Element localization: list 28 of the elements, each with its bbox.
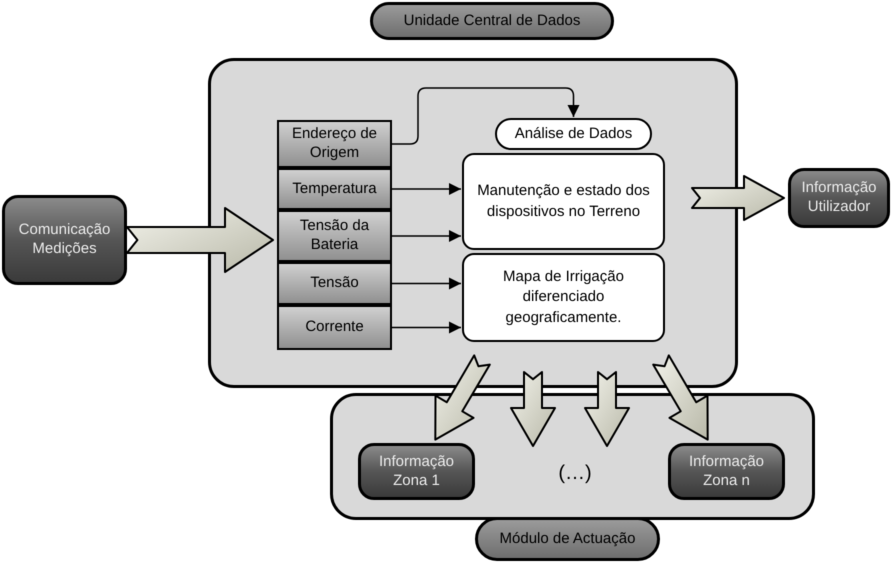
block-arrow <box>126 207 274 273</box>
module-panel <box>208 58 738 388</box>
terminal-node: Informação Utilizador <box>788 168 890 228</box>
process-box: Manutenção e estado dos dispositivos no Terreno <box>462 153 665 250</box>
arrow <box>392 278 461 290</box>
field-cell: Temperatura <box>277 168 392 210</box>
field-cell: Corrente <box>277 305 392 350</box>
process-pill: Análise de Dados <box>495 118 652 150</box>
field-cell: Endereço de Origem <box>277 120 392 168</box>
ellipsis-text: (…) <box>515 450 635 495</box>
block-arrow <box>584 371 630 447</box>
process-box: Mapa de Irrigação diferenciado geograficamente. <box>462 253 665 342</box>
arrow <box>392 87 580 145</box>
field-cell: Tensão da Bateria <box>277 210 392 262</box>
terminal-node: Comunicação Medições <box>2 195 127 285</box>
title-pill: Unidade Central de Dados <box>370 2 614 40</box>
block-arrow <box>510 371 556 447</box>
arrow <box>392 230 461 242</box>
block-arrow <box>652 354 709 441</box>
module-panel <box>330 393 815 520</box>
terminal-node: Informação Zona n <box>668 443 785 500</box>
field-cell: Tensão <box>277 262 392 305</box>
terminal-node: Informação Zona 1 <box>358 443 475 500</box>
title-pill: Módulo de Actuação <box>475 517 660 561</box>
arrow <box>392 322 461 334</box>
block-arrow <box>691 175 785 221</box>
block-arrow <box>434 354 491 441</box>
arrow <box>392 183 461 195</box>
